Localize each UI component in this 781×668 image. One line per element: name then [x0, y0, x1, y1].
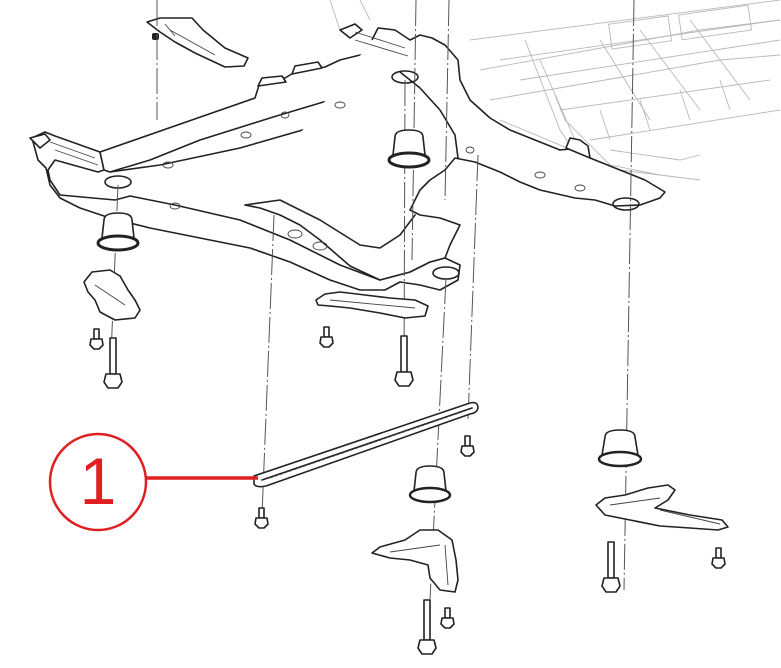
short-bolt: [711, 547, 726, 569]
short-bolt: [319, 326, 334, 348]
long-bolt: [417, 599, 437, 655]
bolts: [89, 326, 726, 655]
bushing-front-left: [96, 212, 140, 252]
callout-number-label: 1: [79, 444, 117, 518]
bushing-rear-right: [597, 429, 643, 468]
short-bolt: [460, 435, 475, 457]
callout-1: [48, 432, 258, 532]
long-bolt: [601, 541, 621, 593]
mount-brackets: [83, 269, 729, 593]
upper-mount-bracket: [146, 17, 249, 68]
bracket-rear-right: [595, 484, 729, 531]
subframe-crossmember: [29, 23, 666, 291]
bushing-rear-left: [408, 465, 452, 504]
short-bolt: [254, 507, 269, 529]
bracket-front-center: [315, 291, 429, 319]
bracket-rear-left: [371, 529, 459, 593]
subframe-brace-bar: [253, 401, 479, 488]
short-bolt: [89, 328, 104, 350]
bushing-front-right: [387, 129, 431, 169]
callout-circle: [48, 432, 148, 532]
short-bolt: [440, 607, 455, 629]
subframe-bushings: [96, 129, 643, 504]
long-bolt: [394, 335, 414, 387]
bracket-front-left: [83, 269, 141, 321]
long-bolt: [103, 337, 123, 389]
